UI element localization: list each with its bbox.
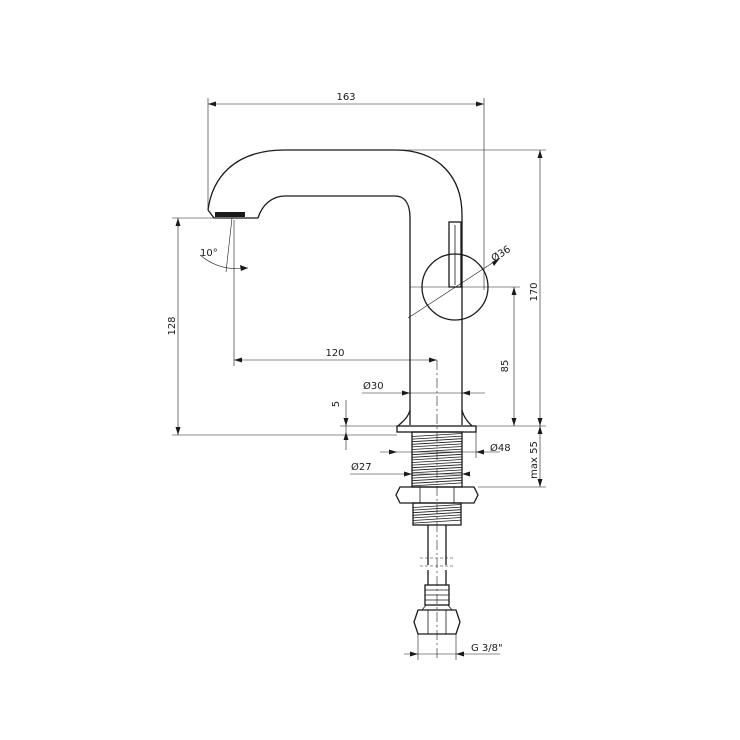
dimension-5-label: 5	[331, 401, 342, 407]
dimension-120: 120	[233, 220, 437, 366]
spout-inner-contour	[257, 195, 411, 425]
dimension-d48: Ø48	[380, 432, 511, 458]
handle	[407, 221, 520, 321]
dimension-5: 5	[331, 400, 397, 450]
base-plate	[396, 425, 477, 433]
dimension-128-label: 128	[167, 316, 178, 335]
dimension-163: 163	[207, 92, 485, 290]
faucet-outline	[207, 149, 473, 427]
dimension-128: 128	[167, 217, 397, 436]
dimension-angle-label: 10°	[200, 248, 218, 259]
thread-line	[411, 440, 463, 445]
thread-line	[411, 477, 463, 482]
thread-line	[412, 519, 462, 524]
dimension-170: 170	[395, 149, 546, 427]
dimension-g38: G 3/8"	[404, 634, 503, 660]
mounting-nut	[395, 486, 479, 504]
dimension-d27: Ø27	[350, 461, 470, 477]
connection-nut-neck-left	[421, 604, 427, 611]
dimension-d36-label: Ø36	[489, 243, 513, 264]
body-base-flare	[397, 409, 473, 427]
thread-line	[411, 482, 463, 487]
thread-line	[411, 464, 463, 469]
handle-diameter-arrow	[492, 258, 500, 266]
dimension-g38-label: G 3/8"	[471, 643, 503, 654]
dimension-d27-label: Ø27	[351, 461, 372, 473]
dimension-max55-label: max 55	[529, 441, 540, 479]
dimension-angle: 10°	[199, 217, 249, 273]
dimension-d30: Ø30	[362, 380, 485, 396]
aerator	[215, 212, 245, 217]
spout-outer-contour	[207, 149, 463, 425]
dimension-max55: max 55	[478, 426, 546, 488]
handle-diameter-line	[407, 257, 501, 319]
dimension-163-label: 163	[336, 92, 355, 103]
thread-line	[411, 459, 463, 463]
thread-line	[412, 514, 462, 519]
connection-nut-neck-right	[447, 604, 453, 611]
dimension-120-label: 120	[325, 348, 344, 359]
dimension-170-label: 170	[529, 282, 540, 301]
dimension-d48-label: Ø48	[490, 442, 511, 454]
dimension-d30-label: Ø30	[363, 380, 384, 392]
thread-line	[411, 446, 463, 450]
dimension-85-label: 85	[500, 360, 511, 373]
dimension-85: 85	[500, 287, 517, 426]
